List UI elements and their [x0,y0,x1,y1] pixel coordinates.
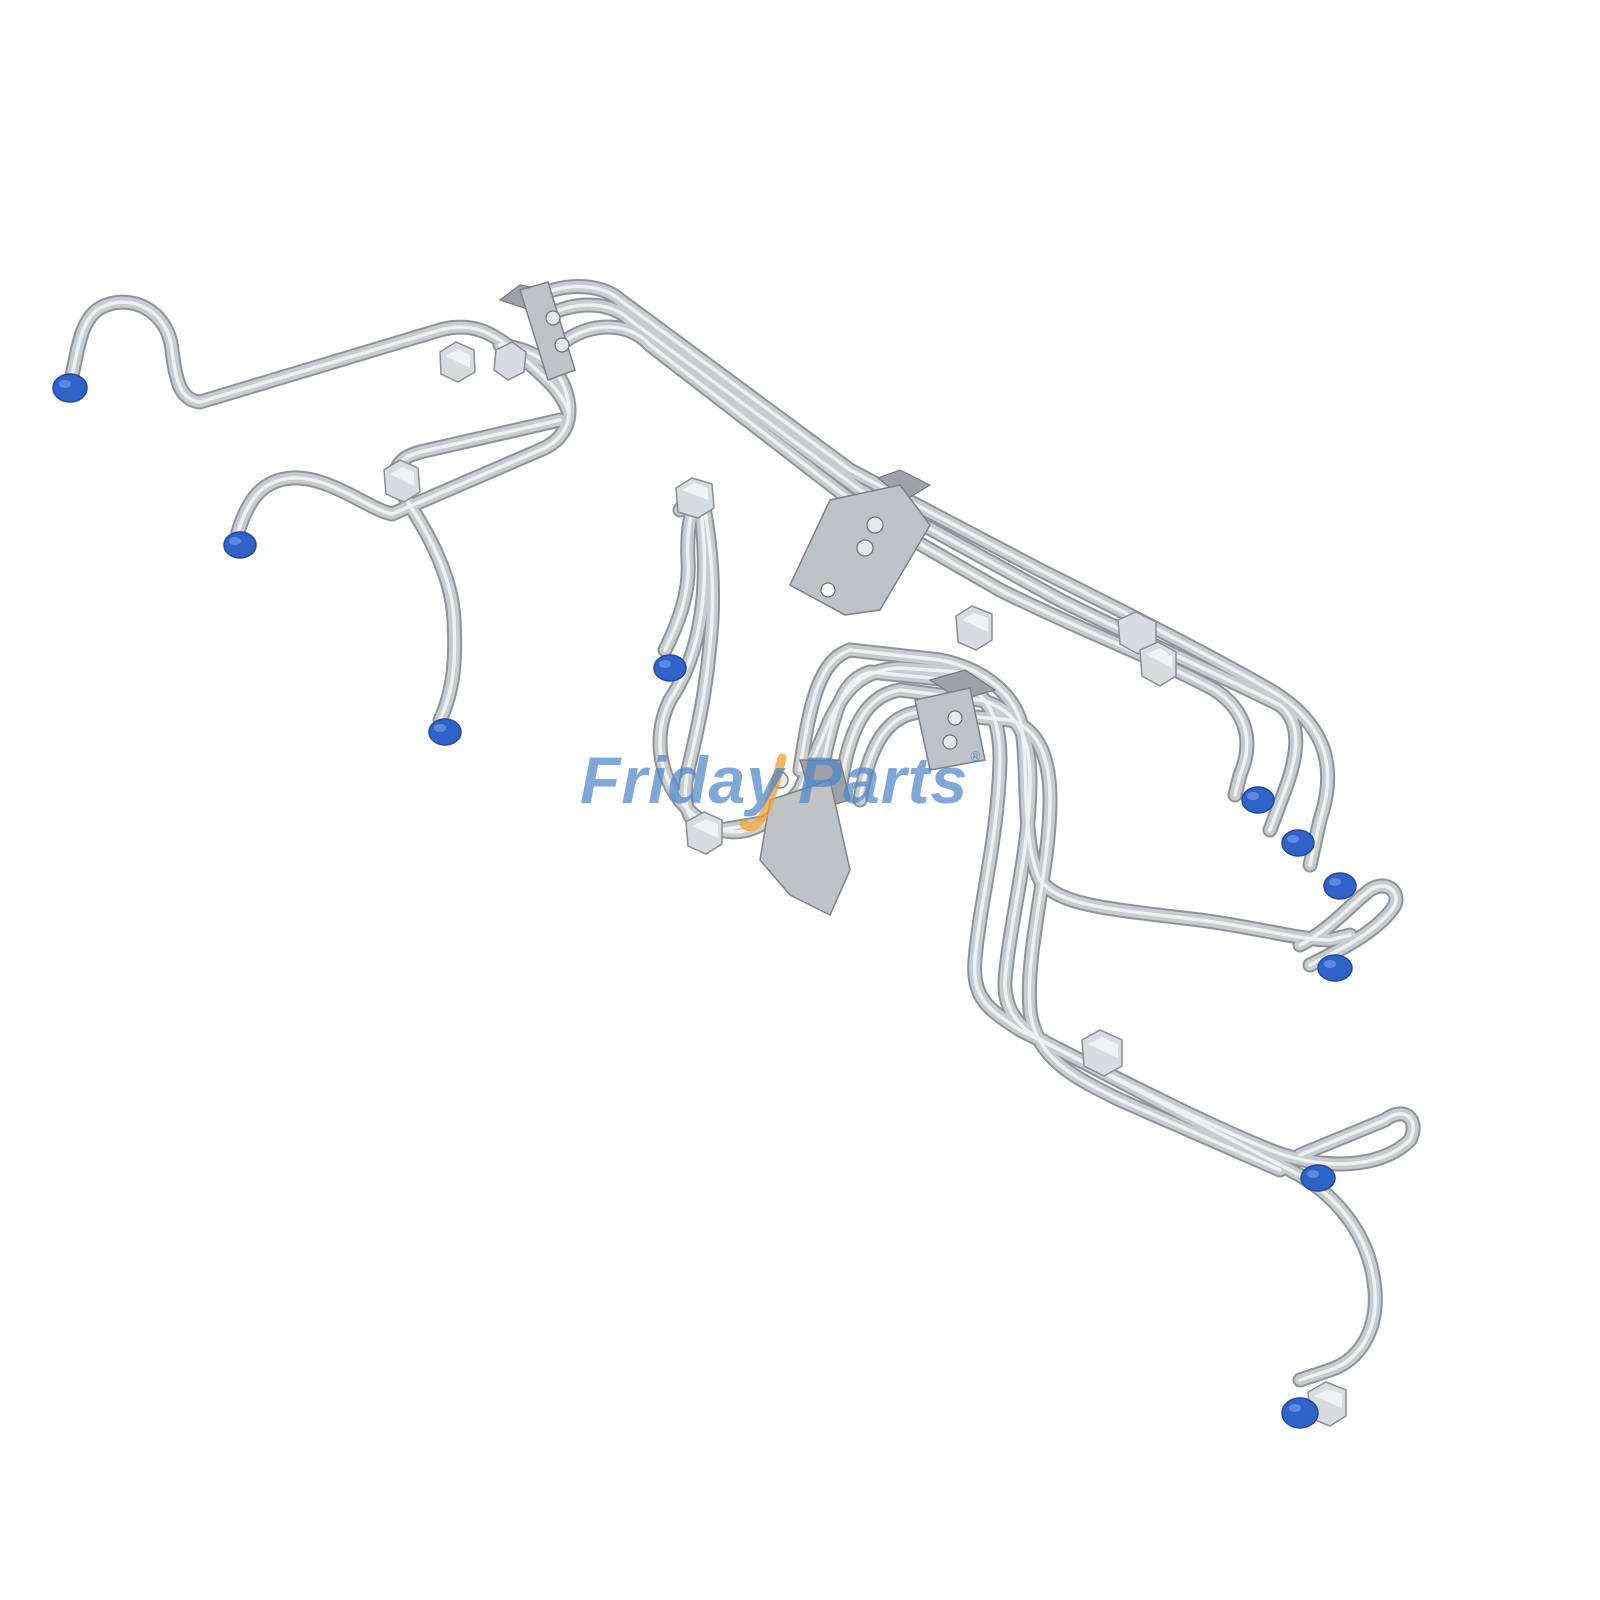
nut-1 [439,341,476,383]
cap-1 [52,373,88,403]
cap-5 [1241,786,1275,814]
cap-3 [428,718,462,746]
nut-8 [685,811,723,855]
nut-9 [1081,1029,1123,1077]
nut-5 [955,605,993,651]
cap-4 [653,654,687,682]
bracket-top [498,281,576,381]
hex-nuts [383,341,1347,1427]
cap-8 [1317,954,1353,982]
watermark-swoosh-icon [739,753,787,832]
blue-end-caps [52,373,1357,1429]
watermark-word-1: Friday [580,743,785,817]
nut-2 [493,341,527,381]
nut-3 [383,459,421,503]
nut-7 [1139,641,1177,687]
nut-4 [675,477,715,519]
watermark-word-2: Parts [798,743,969,817]
cap-6 [1281,829,1315,857]
brand-watermark: Friday Parts ® [580,742,982,818]
registered-mark: ® [970,748,982,764]
bracket-lower-left [759,759,851,917]
bracket-middle [789,469,932,616]
cap-2 [223,531,257,559]
cap-9 [1300,1164,1336,1192]
cap-10 [1281,1397,1319,1429]
bracket-lower-right [914,669,997,771]
cap-7 [1323,872,1357,900]
